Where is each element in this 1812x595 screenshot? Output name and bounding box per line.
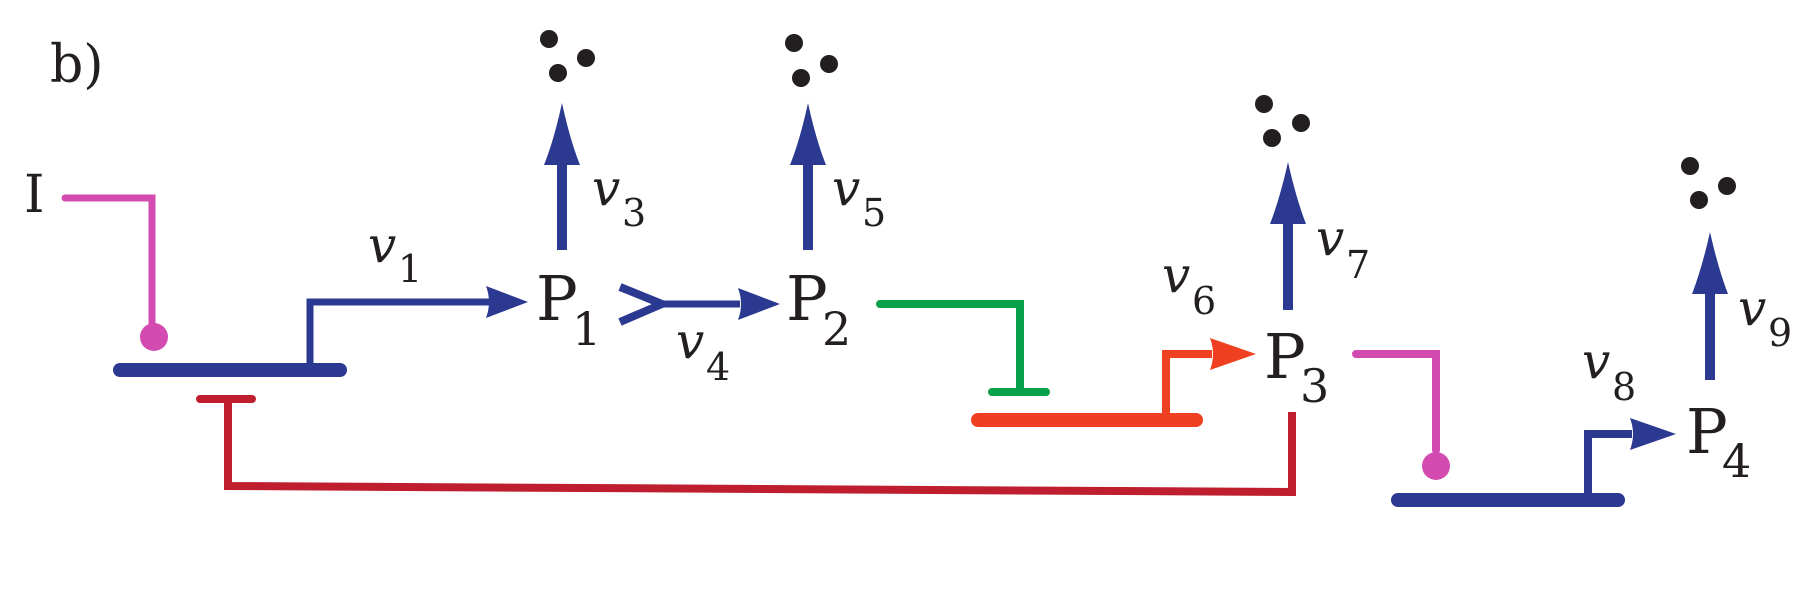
rate-v6: v 6 [1162, 246, 1216, 323]
panel-label: b) [50, 35, 104, 95]
p3-degradation [1255, 95, 1310, 310]
gene-1 [113, 286, 528, 377]
rate-v8: v 8 [1582, 332, 1636, 409]
svg-text:v: v [1582, 332, 1610, 390]
gene-3 [971, 338, 1256, 427]
p2-repression-link [876, 300, 1050, 396]
svg-text:P: P [536, 262, 578, 335]
p1-degradation [540, 30, 595, 250]
svg-text:5: 5 [862, 191, 886, 235]
svg-text:2: 2 [822, 302, 851, 356]
degradation-dots-icon [540, 30, 595, 82]
p4-degradation [1681, 157, 1736, 380]
svg-text:3: 3 [622, 191, 646, 235]
rate-v4: v 4 [676, 312, 730, 389]
rate-v9: v 9 [1738, 279, 1792, 355]
svg-text:8: 8 [1612, 365, 1636, 409]
rate-v5: v 5 [832, 159, 886, 235]
svg-text:v: v [592, 159, 620, 217]
p1-to-p2-conversion [618, 283, 780, 326]
svg-text:v: v [832, 159, 860, 217]
rate-v1: v 1 [368, 216, 422, 291]
degradation-dots-icon [1681, 157, 1736, 209]
p3-feedback-repression [196, 395, 1296, 497]
p3-activation-link [1352, 350, 1450, 480]
svg-text:v: v [1316, 209, 1344, 267]
svg-text:9: 9 [1768, 311, 1792, 355]
degradation-dots-icon [1255, 95, 1310, 147]
protein-p3: P 3 [1264, 320, 1329, 413]
input-activation-link [61, 194, 168, 351]
svg-text:v: v [1162, 246, 1190, 304]
svg-text:P: P [786, 262, 828, 335]
svg-text:1: 1 [572, 302, 601, 356]
p2-degradation [785, 34, 838, 250]
degradation-dots-icon [785, 34, 838, 87]
svg-text:4: 4 [706, 345, 730, 389]
svg-text:v: v [368, 216, 396, 274]
gene-4 [1391, 418, 1676, 507]
svg-text:4: 4 [1722, 434, 1751, 488]
svg-text:v: v [1738, 279, 1766, 337]
protein-p2: P 2 [786, 262, 851, 356]
svg-text:7: 7 [1346, 243, 1370, 287]
rate-v3: v 3 [592, 159, 646, 235]
rate-v7: v 7 [1316, 209, 1370, 287]
svg-text:6: 6 [1192, 279, 1216, 323]
svg-text:1: 1 [398, 247, 422, 291]
input-label: I [24, 165, 45, 225]
protein-p1: P 1 [536, 262, 601, 356]
svg-text:v: v [676, 312, 704, 370]
protein-p4: P 4 [1686, 395, 1751, 488]
svg-text:P: P [1264, 320, 1306, 393]
svg-text:P: P [1686, 395, 1728, 468]
svg-text:3: 3 [1300, 359, 1329, 413]
